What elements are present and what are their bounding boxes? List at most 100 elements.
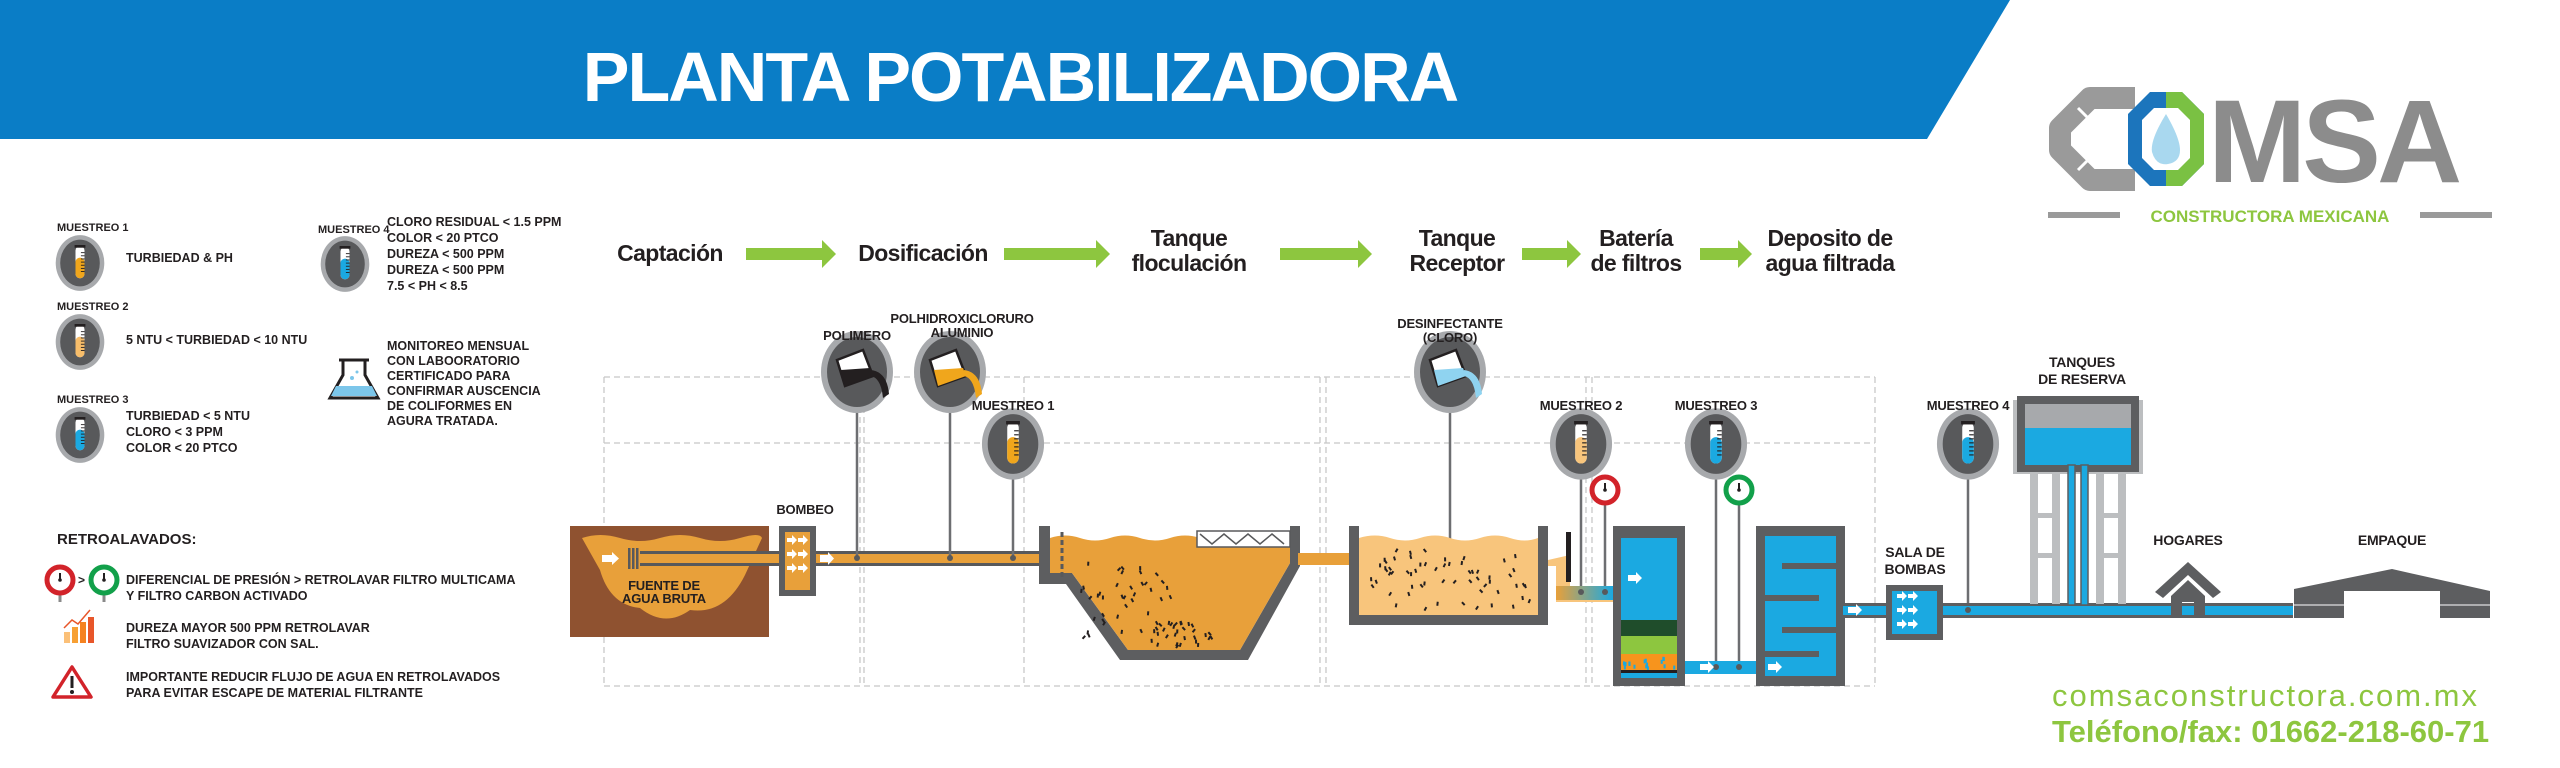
sample-2-label: MUESTREO 2	[1540, 398, 1623, 413]
test-tube-icon	[55, 235, 105, 291]
sample-1-label: MUESTREO 1	[972, 398, 1055, 413]
homes-icon: HOGARES	[2153, 532, 2223, 618]
legend-sample-label: MUESTREO 4	[318, 224, 390, 236]
legend-sample-text: 5 NTU < TURBIEDAD < 10 NTU	[126, 333, 307, 347]
backwash-text: FILTRO SUAVIZADOR CON SAL.	[126, 637, 319, 651]
lab-monitor-text: CONFIRMAR AUSCENCIA	[387, 384, 541, 398]
backwash-legend: RETROALAVADOS: > DIFERENCIAL DE PRESIÓN …	[44, 531, 515, 700]
receptor-tank	[1349, 526, 1548, 625]
filter-battery	[1613, 526, 1685, 686]
legend-sample-label: MUESTREO 2	[57, 301, 129, 313]
intake-pump: BOMBEO	[776, 502, 834, 596]
coagulant-label: POLHIDROXICLORURO	[890, 311, 1033, 326]
red-pressure-gauge-icon	[44, 564, 76, 602]
process-step: Receptor	[1410, 250, 1506, 276]
test-tube-icon	[55, 314, 105, 370]
flow-arrow-icon	[746, 240, 836, 268]
sample-2-tube-icon	[1549, 408, 1613, 480]
flow-arrow-icon	[1280, 240, 1372, 268]
sample-4-tube-icon	[1936, 408, 2000, 480]
comsa-logo: MSA CONSTRUCTORA MEXICANA	[2048, 76, 2492, 226]
sample-3-label: MUESTREO 3	[1675, 398, 1758, 413]
rising-bars-icon	[63, 609, 94, 643]
flask-icon	[327, 358, 381, 400]
process-step: Batería	[1599, 225, 1674, 251]
sample-1-tube-icon	[981, 408, 1045, 480]
lab-monitor-text: MONITOREO MENSUAL	[387, 339, 529, 353]
greater-than-symbol: >	[78, 573, 85, 587]
sample-legend: MUESTREO 1 TURBIEDAD & PH MUESTREO 2 5 N…	[55, 215, 561, 463]
source-label: FUENTE DE	[628, 578, 700, 593]
process-step: floculación	[1132, 250, 1247, 276]
intake-screen-icon	[628, 548, 639, 569]
filtered-water-deposit	[1700, 526, 1845, 686]
legend-sample-label: MUESTREO 1	[57, 222, 129, 234]
logo-wordmark: MSA	[2208, 76, 2460, 208]
legend-sample-text: CLORO < 3 PPM	[126, 425, 223, 439]
legend-sample-text: CLORO RESIDUAL < 1.5 PPM	[387, 215, 561, 229]
packaging-label: EMPAQUE	[2358, 532, 2426, 548]
inlet-pressure-gauge-icon	[1589, 474, 1621, 506]
dosing-points	[855, 400, 1970, 667]
legend-sample-text: 7.5 < PH < 8.5	[387, 279, 468, 293]
legend-sample-label: MUESTREO 3	[57, 394, 129, 406]
pump-room: SALA DE BOMBAS	[1884, 544, 1946, 640]
lab-monitor-text: CON LABOORATORIO	[387, 354, 520, 368]
process-step: de filtros	[1590, 250, 1681, 276]
sample-3-tube-icon	[1684, 408, 1748, 480]
legend-sample-text: TURBIEDAD & PH	[126, 251, 233, 265]
raw-water-source: FUENTE DE AGUA BRUTA	[570, 526, 780, 637]
green-pressure-gauge-icon	[88, 564, 120, 602]
process-step: Tanque	[1151, 225, 1227, 251]
process-step: agua filtrada	[1766, 250, 1896, 276]
legend-sample-text: DUREZA < 500 PPM	[387, 247, 504, 261]
legend-sample-text: COLOR < 20 PTCO	[387, 231, 499, 245]
flocculation-tank	[1039, 526, 1300, 660]
flow-arrow-icon	[1522, 240, 1581, 268]
homes-label: HOGARES	[2153, 532, 2222, 548]
pump-room-label: BOMBAS	[1884, 561, 1945, 577]
legend-sample-text: DUREZA < 500 PPM	[387, 263, 504, 277]
reserve-tanks-label: DE RESERVA	[2038, 371, 2126, 387]
process-step: Deposito de	[1767, 225, 1892, 251]
lab-monitor-text: CERTIFICADO PARA	[387, 369, 510, 383]
coagulant-dosing-icon	[914, 331, 986, 413]
coagulant-label: ALUMINIO	[931, 325, 994, 340]
lab-monitor-text: DE COLIFORMES EN	[387, 399, 512, 413]
filtered-water-pipe	[1685, 661, 1765, 674]
reserve-tanks-label: TANQUES	[2049, 354, 2115, 370]
warning-icon	[51, 665, 93, 699]
polymer-label: POLIMERO	[823, 328, 891, 343]
polymer-dosing-icon	[821, 331, 893, 413]
backwash-text: PARA EVITAR ESCAPE DE MATERIAL FILTRANTE	[126, 686, 423, 700]
backwash-text: DUREZA MAYOR 500 PPM RETROLAVAR	[126, 621, 370, 635]
pump-room-label: SALA DE	[1885, 544, 1945, 560]
process-step: Tanque	[1419, 225, 1495, 251]
page-title: PLANTA POTABILIZADORA	[583, 38, 1458, 116]
test-tube-icon	[55, 407, 105, 463]
distribution-pipe	[1843, 606, 2293, 615]
outlet-pressure-gauge-icon	[1723, 474, 1755, 506]
backwash-text: IMPORTANTE REDUCIR FLUJO DE AGUA EN RETR…	[126, 670, 500, 684]
disinfectant-dosing-icon	[1414, 331, 1486, 413]
website-link[interactable]: comsaconstructora.com.mx	[2052, 678, 2479, 713]
disinfectant-label: (CLORO)	[1423, 330, 1477, 345]
lab-monitor-text: AGURA TRATADA.	[387, 414, 498, 428]
test-tube-icon	[320, 236, 370, 292]
flow-arrow-icon	[1004, 240, 1110, 268]
process-flow: Captación Dosificación Tanque floculació…	[617, 225, 1896, 276]
header-banner	[0, 0, 2010, 139]
phone-number: Teléfono/fax: 01662-218-60-71	[2052, 714, 2489, 749]
reserve-tank-tower: TANQUES DE RESERVA	[2013, 354, 2143, 606]
disinfectant-label: DESINFECTANTE	[1397, 316, 1503, 331]
backwash-text: DIFERENCIAL DE PRESIÓN > RETROLAVAR FILT…	[126, 572, 515, 587]
backwash-text: Y FILTRO CARBON ACTIVADO	[126, 589, 308, 603]
flow-arrow-icon	[1700, 240, 1752, 268]
process-step: Captación	[617, 240, 723, 266]
process-step: Dosificación	[858, 240, 988, 266]
backwash-title: RETROALAVADOS:	[57, 531, 196, 548]
sample-4-label: MUESTREO 4	[1927, 398, 2010, 413]
logo-tagline: CONSTRUCTORA MEXICANA	[2151, 207, 2390, 226]
legend-sample-text: TURBIEDAD < 5 NTU	[126, 409, 250, 423]
